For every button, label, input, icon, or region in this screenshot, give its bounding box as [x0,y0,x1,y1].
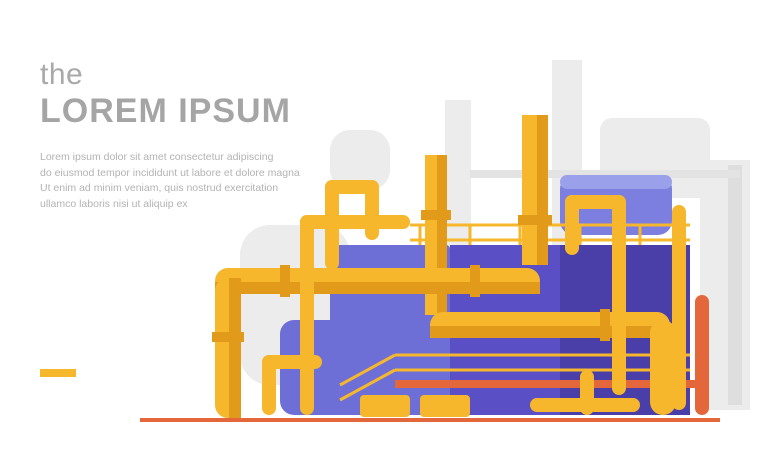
body-paragraph: Lorem ipsum dolor sit amet consectetur a… [40,150,340,212]
accent-bar [40,369,76,377]
body-line: ullamco laboris nisi ut aliquip ex [40,197,188,210]
railings [339,223,690,402]
body-line: do eiusmod tempor incididunt ut labore e… [40,166,300,179]
body-line: Ut enim ad minim veniam, quis nostrud ex… [40,182,279,194]
page-title: LOREM IPSUM [40,92,291,130]
pipes [212,115,709,418]
title-small: the [40,58,84,91]
small-tanks [360,395,470,417]
body-line: Lorem ipsum dolor sit amet consectetur a… [40,151,274,163]
storage-tanks [280,175,690,415]
ground-line [140,418,720,422]
platform [395,380,695,388]
